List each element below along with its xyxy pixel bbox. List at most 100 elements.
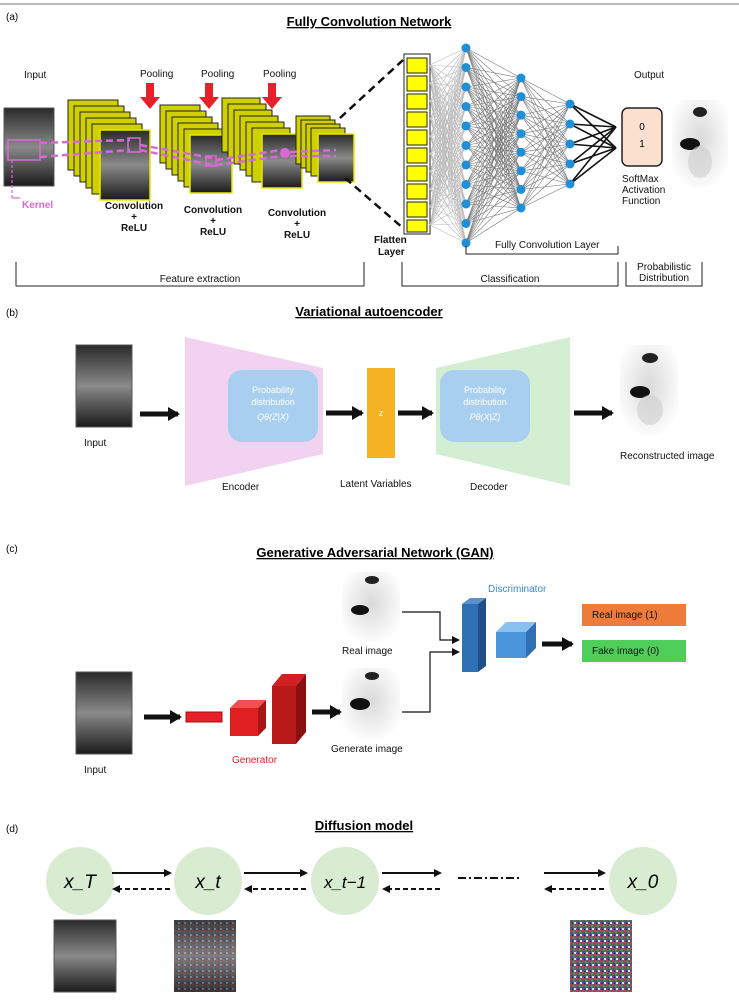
svg-text:ReLU: ReLU [121, 223, 147, 234]
nn-node-l1-9 [461, 199, 471, 209]
nn-edge [465, 106, 522, 172]
nn-edge [429, 64, 467, 88]
encoder-prob-box [228, 370, 318, 442]
nn-edge [429, 207, 467, 244]
nn-edge [520, 77, 571, 105]
nn-edge [429, 153, 467, 166]
panel-c: (c) Generative Adversarial Network (GAN)… [6, 544, 686, 776]
nn-edge [465, 86, 522, 116]
nn-edge [569, 123, 617, 128]
softmax-value-1: 1 [639, 139, 645, 150]
enc-box-line2: distribution [251, 397, 295, 407]
nn-edge [429, 118, 467, 127]
nn-edge [465, 189, 522, 244]
nn-edge [429, 64, 467, 107]
output-label: Output [634, 70, 664, 81]
nn-edge [429, 47, 467, 119]
svg-text:+: + [294, 219, 300, 230]
nn-edge [465, 164, 522, 190]
section-feature-label: Feature extraction [160, 274, 241, 285]
nn-edge [465, 67, 522, 134]
nn-edge [429, 224, 467, 244]
dec-box-line1: Probability [464, 385, 507, 395]
panel-d: (d) Diffusion model x_T x_t x_t−1 x_0 [6, 818, 677, 993]
nn-edge [520, 123, 571, 153]
nn-edge [520, 183, 571, 190]
nn-node-l1-11 [461, 238, 471, 248]
panel-c-tag: (c) [6, 544, 18, 555]
nn-edge [465, 170, 522, 244]
nn-edge [520, 123, 571, 209]
nn-edge [520, 163, 571, 190]
nn-edges [429, 47, 617, 244]
nn-edge [520, 96, 571, 105]
conv-label-2: Convolution + ReLU [184, 205, 242, 238]
nn-edge [429, 64, 467, 68]
nn-edge [520, 114, 571, 165]
generator-label: Generator [232, 755, 278, 766]
nn-edge [465, 77, 522, 185]
generate-image-label: Generate image [331, 744, 403, 755]
nn-edge [520, 163, 571, 172]
nn-nodes [461, 43, 575, 248]
nn-edge [429, 153, 467, 205]
nn-edge [465, 145, 522, 172]
nn-edge [465, 164, 522, 209]
fake-output-label: Fake image (0) [592, 646, 659, 657]
nn-edge [429, 189, 467, 205]
nn-edge [429, 125, 467, 172]
nn-edge [520, 133, 571, 145]
nn-edge [429, 82, 467, 185]
nn-edge [465, 164, 522, 172]
panel-d-tag: (d) [6, 824, 18, 835]
nn-edge [465, 86, 522, 97]
svg-text:ReLU: ReLU [284, 230, 310, 241]
nn-node-l3-5 [565, 179, 575, 189]
nn-edge [465, 106, 522, 116]
kernel-box [7, 139, 41, 161]
nn-node-l1-3 [461, 82, 471, 92]
gan-input-label: Input [84, 765, 106, 776]
nn-edge [520, 143, 571, 190]
pure-noise-image [570, 920, 632, 992]
real-image-label: Real image [342, 646, 393, 657]
softmax-label-line3: Function [622, 196, 660, 207]
nn-edge [429, 106, 467, 137]
nn-edge [465, 77, 522, 107]
nn-edge [429, 47, 467, 226]
nn-edge [429, 118, 467, 166]
nn-edge [429, 206, 467, 224]
nn-edge [520, 143, 571, 209]
nn-edge [465, 152, 522, 244]
nn-edge [465, 77, 522, 205]
nn-edge [429, 100, 467, 205]
svg-text:Convolution: Convolution [105, 201, 163, 212]
nn-edge [465, 47, 522, 79]
vae-output-label: Reconstructed image [620, 451, 715, 462]
input-label: Input [24, 70, 46, 81]
nn-edge [465, 77, 522, 244]
nn-edge [429, 86, 467, 226]
nn-edge [429, 47, 467, 190]
nn-edge [569, 103, 617, 128]
nn-edge [465, 47, 522, 116]
nn-edge [429, 118, 467, 185]
kernel-paths [39, 137, 337, 167]
nn-edge [465, 86, 522, 153]
nn-edge [520, 114, 571, 185]
nn-edge [465, 77, 522, 88]
nn-edge [429, 100, 467, 185]
nn-edge [520, 143, 571, 172]
nn-edge [465, 207, 522, 244]
nn-edge [465, 106, 522, 153]
nn-edge [465, 151, 522, 166]
nn-edge [520, 103, 571, 134]
nn-edge [465, 125, 522, 190]
nn-edge [429, 100, 467, 127]
nn-node-l2-5 [516, 147, 526, 157]
vae-output-image [620, 345, 678, 435]
nn-edge [465, 184, 522, 190]
nn-edge [429, 82, 467, 146]
nn-edge [429, 100, 467, 146]
nn-edge [429, 164, 467, 208]
